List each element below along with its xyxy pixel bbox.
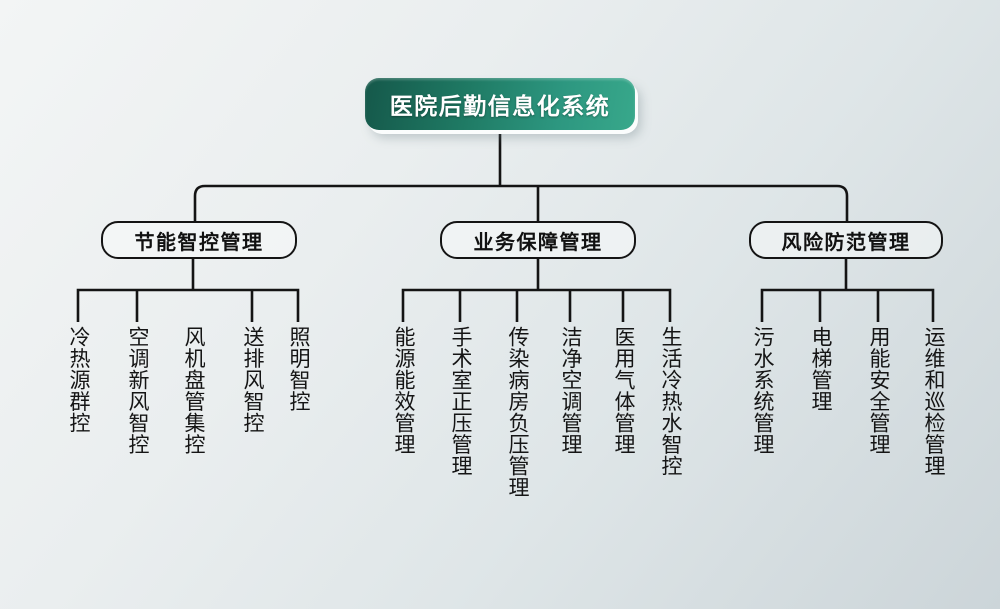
branch-node-label: 业务保障管理 [473,231,603,254]
branch3-bracket-line [760,258,935,322]
branch-node-energy-saving: 节能智控管理 [101,221,297,259]
leaf-node: 电梯管理 [809,326,832,412]
leaf-node: 风机盘管集控 [182,326,205,455]
leaf-node: 运维和巡检管理 [922,326,945,477]
leaf-node: 手术室正压管理 [449,326,472,477]
branch1-bracket-line [76,258,300,322]
top-bracket-line [193,184,849,222]
branch-node-risk-prevention: 风险防范管理 [749,221,943,259]
branch-node-label: 风险防范管理 [781,231,911,254]
leaf-node: 送排风智控 [241,326,264,434]
leaf-node: 用能安全管理 [867,326,890,455]
leaf-node: 传染病房负压管理 [506,326,529,498]
leaf-node: 洁净空调管理 [559,326,582,455]
root-node: 医院后勤信息化系统 [365,78,635,130]
branch-node-business-support: 业务保障管理 [440,221,636,259]
leaf-node: 生活冷热水智控 [659,326,682,477]
leaf-node: 医用气体管理 [612,326,635,455]
branch2-bracket-line [401,258,672,322]
leaf-node: 能源能效管理 [392,326,415,455]
branch-node-label: 节能智控管理 [134,231,264,254]
leaf-node: 污水系统管理 [751,326,774,455]
leaf-node: 空调新风智控 [126,326,149,455]
leaf-node: 冷热源群控 [67,326,90,434]
root-node-label: 医院后勤信息化系统 [389,93,611,119]
leaf-node: 照明智控 [287,326,310,412]
